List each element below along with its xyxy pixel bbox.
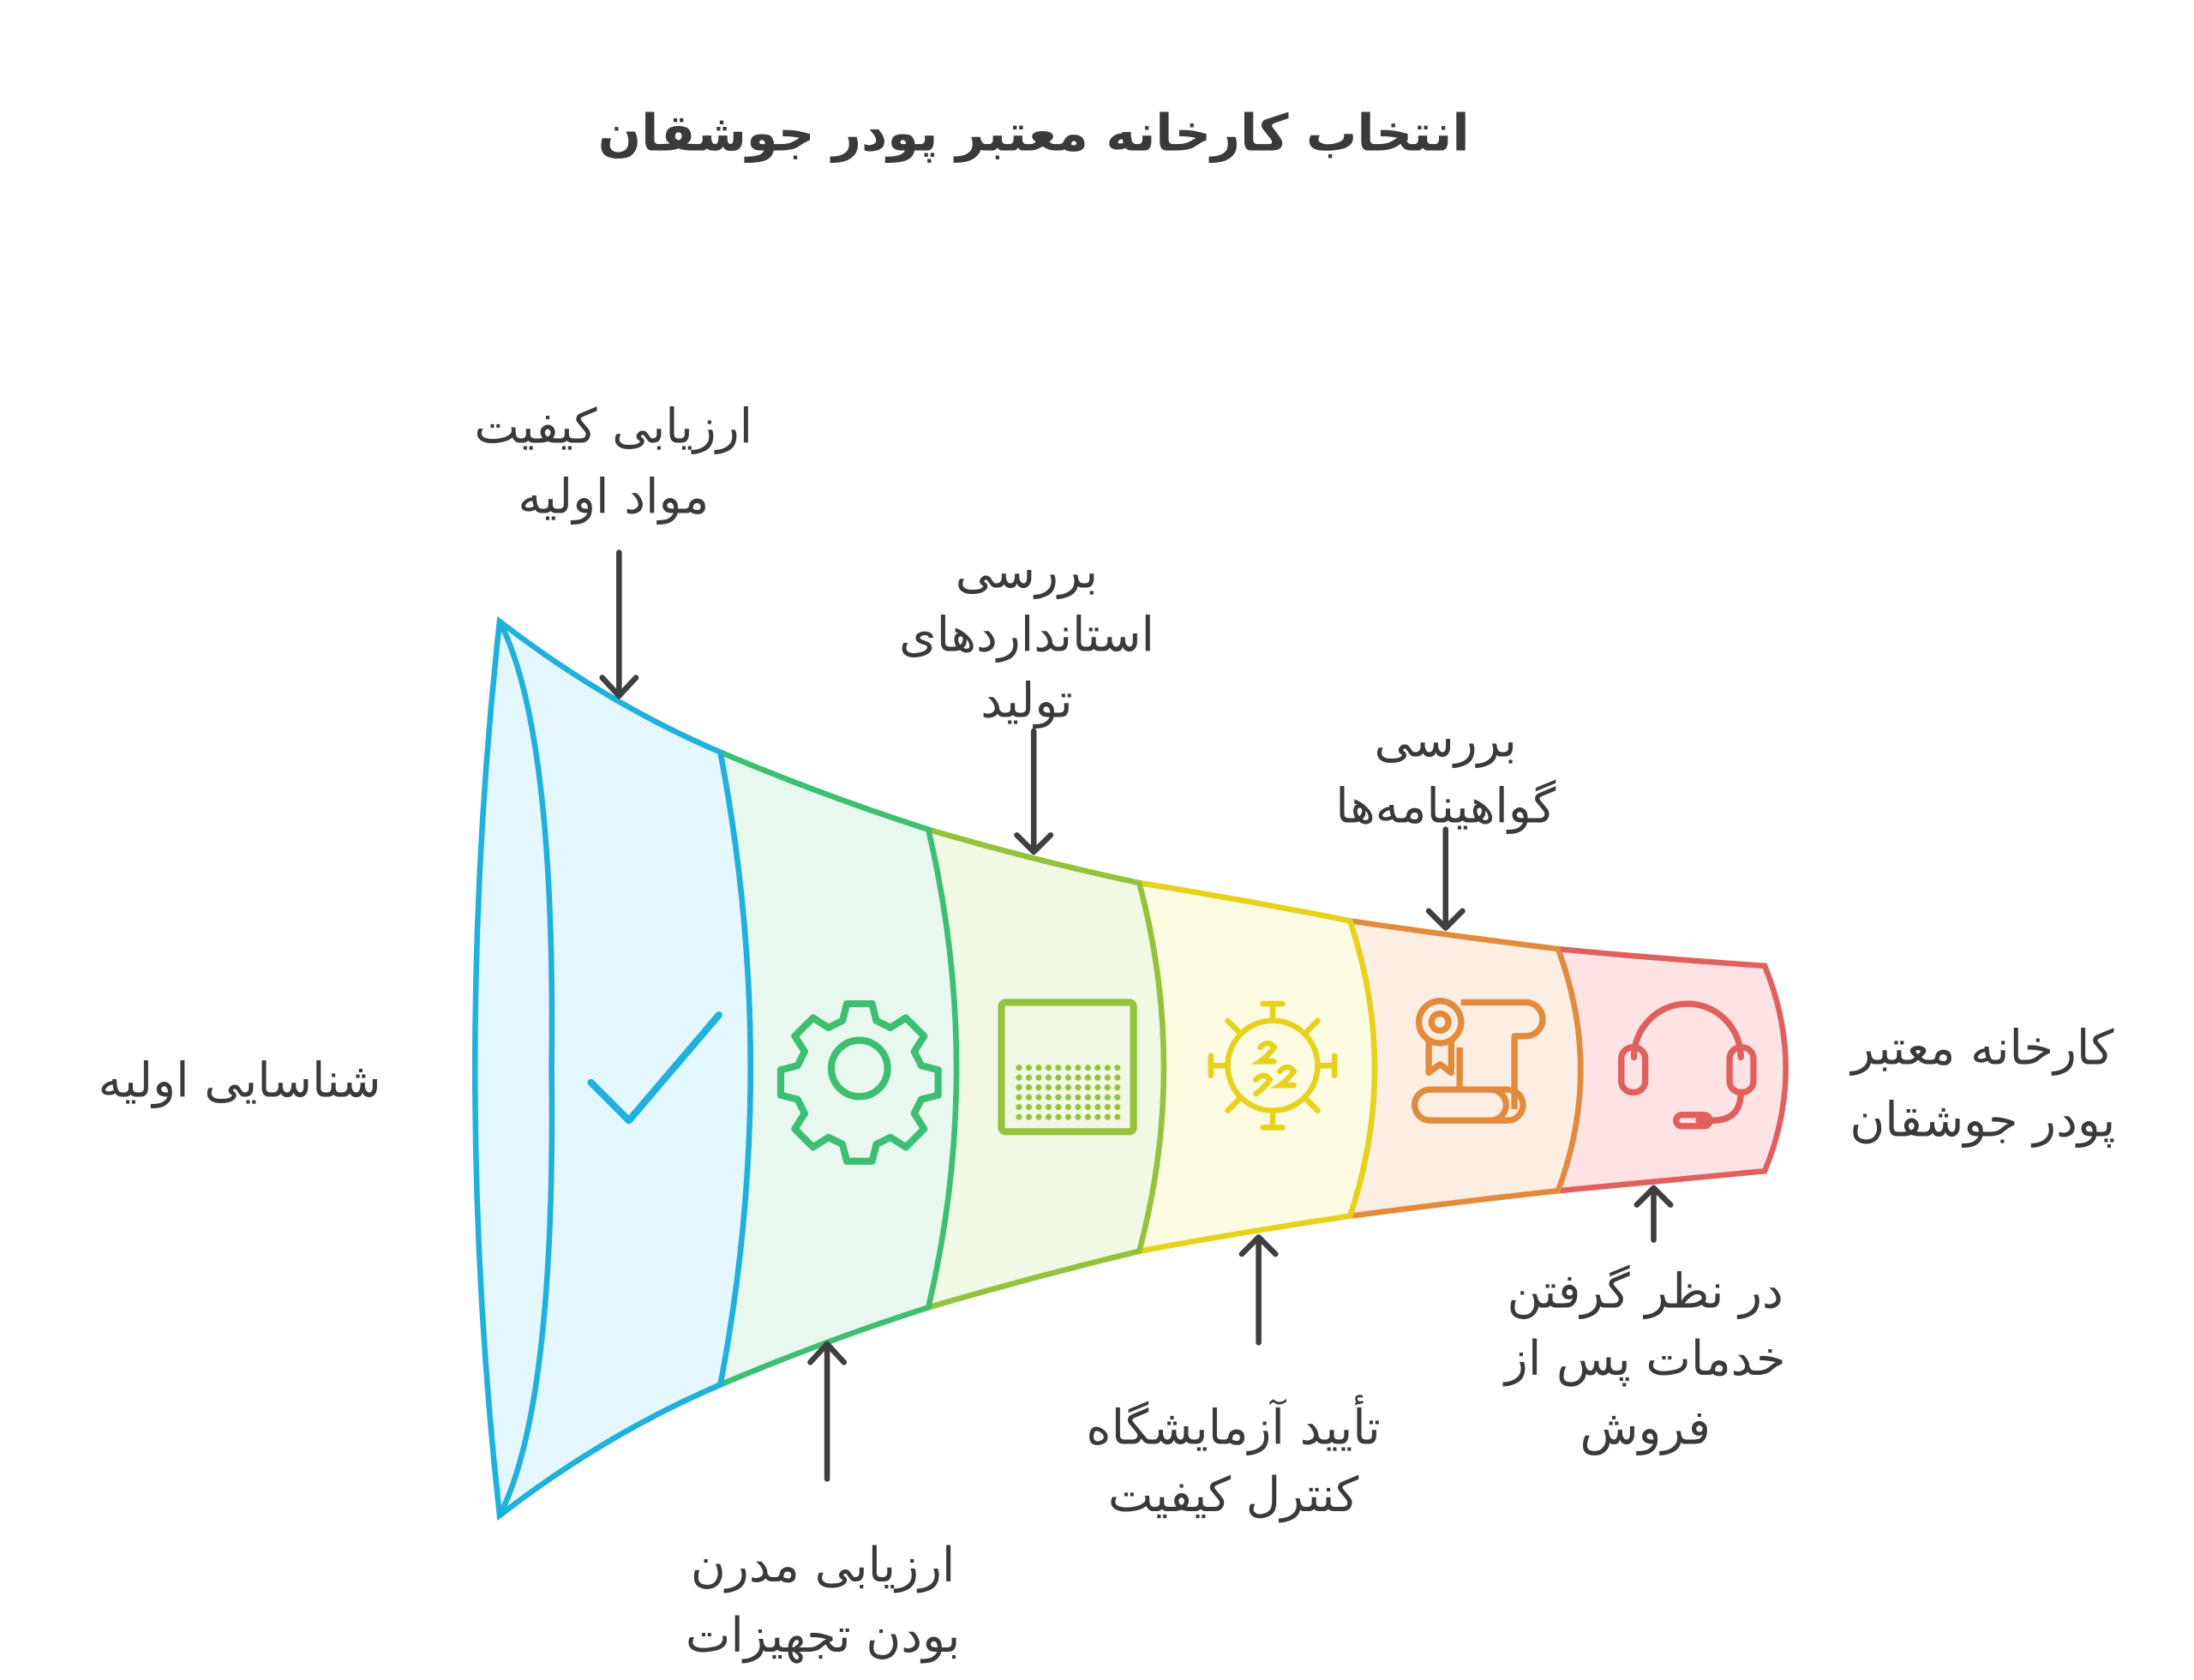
powder-box-icon [998,999,1137,1136]
label-line: در نظر گرفتن [1507,1263,1783,1319]
label-lab: تأیید آزمایشگاه کنترل کیفیت [1086,1395,1380,1523]
funnel [471,615,1789,1521]
label-equipment: ارزیابی مدرن بودن تجهیزات [686,1538,961,1664]
label-line: کارخانه معتبر [1849,1021,2114,1077]
funnel-mouth [497,620,555,1517]
label-line: گواهینامه‌ها [1335,778,1556,834]
label-line: ارزیابی کیفیت [474,399,752,455]
label-standards: بررسی استانداردهای تولید [899,544,1154,729]
label-line: مواد اولیه [518,470,709,525]
certificate-scroll-icon [1412,998,1546,1124]
arrow-certificates [1425,826,1466,931]
label-end: کارخانه معتبر پودر جوشقان [1849,1021,2115,1149]
label-line: فروش [1580,1400,1710,1455]
label-line: خدمات پس از [1502,1331,1786,1387]
diagram-title: انتخاب کارخانه معتبر پودر جوشقان [598,103,1470,163]
label-line: استانداردهای [899,607,1154,663]
segment-certificates [1346,917,1584,1220]
arrow-equipment [807,1341,848,1482]
label-raw-material: ارزیابی کیفیت مواد اولیه [474,399,752,525]
gear-icon [776,999,942,1165]
label-certificates: بررسی گواهینامه‌ها [1335,712,1556,834]
label-line: پودر جوشقان [1849,1092,2115,1148]
arrow-after-sales [1634,1185,1674,1243]
label-line: بودن تجهیزات [686,1608,961,1664]
label-start: شناسایی اولیه [98,1053,381,1108]
virus-icon [1208,1000,1338,1131]
segment-raw-material [471,615,753,1521]
label-line: بررسی [1375,712,1517,768]
headset-icon [1618,1000,1757,1130]
label-line: ارزیابی مدرن [691,1538,956,1593]
label-line: تولید [980,673,1072,729]
checkmark-icon [587,1011,722,1125]
label-line: کنترل کیفیت [1108,1467,1359,1523]
arrow-raw-material [599,549,639,699]
arrow-standards [1014,728,1054,855]
label-line: بررسی [956,544,1098,600]
arrow-lab [1238,1234,1279,1346]
segment-lab [1135,879,1378,1255]
label-line: تأیید آزمایشگاه [1086,1395,1380,1455]
label-after-sales: در نظر گرفتن خدمات پس از فروش [1502,1263,1786,1455]
